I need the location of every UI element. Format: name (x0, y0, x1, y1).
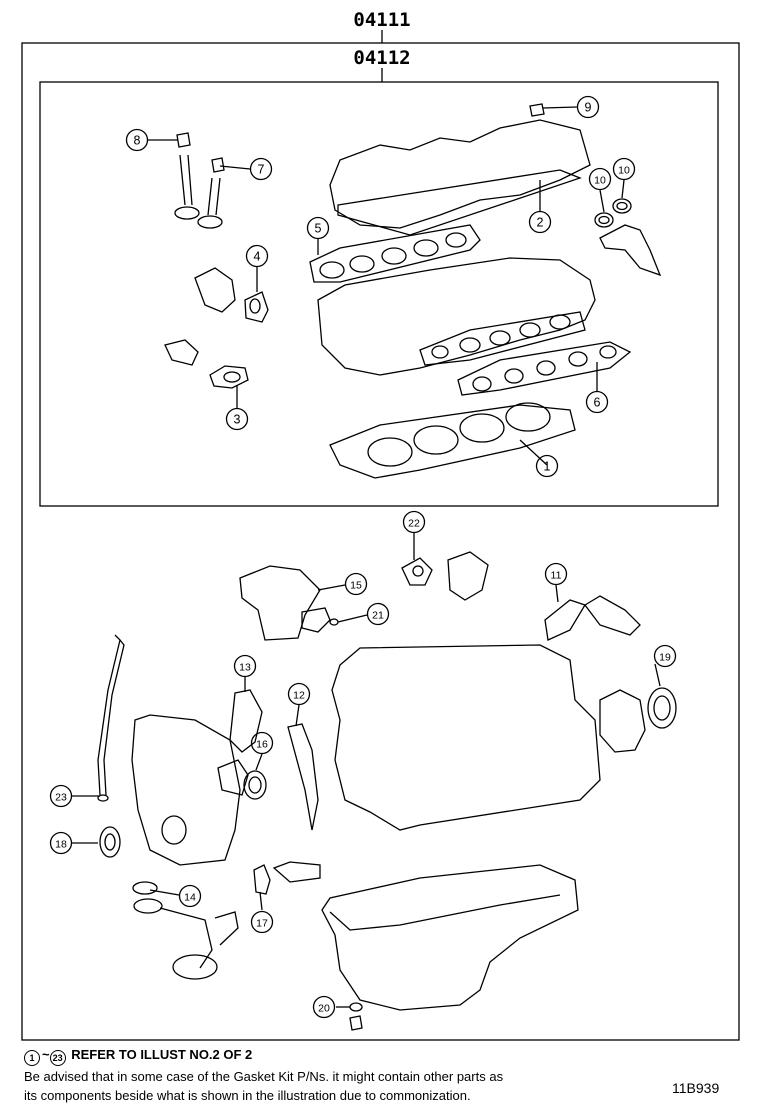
disclaimer-line-1: Be advised that in some case of the Gask… (24, 1069, 504, 1084)
water-bypass-gasket (544, 595, 641, 641)
callout-10-right: 10 (618, 165, 630, 177)
callout-15: 15 (350, 580, 362, 592)
callout-5: 5 (315, 222, 322, 236)
callout-10-left: 10 (594, 175, 606, 187)
kit-code-inner: 04112 (353, 47, 410, 69)
disclaimer-line-2: its components beside what is shown in t… (24, 1088, 471, 1103)
callout-22: 22 (408, 518, 420, 530)
crankshaft-front-oil-seal (99, 826, 121, 858)
water-outlet-gasket (194, 267, 269, 323)
callout-4: 4 (254, 250, 261, 264)
figure-code: 11B939 (672, 1080, 720, 1096)
callout-8: 8 (134, 134, 141, 148)
cylinder-head-outline (317, 257, 596, 376)
callout-18: 18 (55, 839, 67, 851)
callout-7: 7 (258, 163, 265, 177)
callout-21: 21 (372, 610, 384, 622)
crankshaft-rear-oil-seal (599, 687, 677, 753)
drain-plug-gasket (349, 1002, 363, 1031)
callout-1: 1 (544, 460, 551, 474)
callout-23: 23 (55, 792, 67, 804)
leader-lines-upper (148, 106, 625, 466)
water-pump-gasket (217, 759, 267, 800)
water-inlet-gasket (253, 861, 321, 895)
callout-16: 16 (256, 739, 268, 751)
exhaust-manifold-gasket (419, 311, 632, 396)
callout-17: 17 (256, 918, 268, 930)
thermostat-gasket (164, 339, 249, 389)
valve-cover-gasket (329, 119, 591, 236)
callout-13: 13 (239, 662, 251, 674)
inner-kit-frame (39, 81, 719, 507)
valve-stem-oil-seals (174, 132, 225, 229)
leader-lines-lower (72, 532, 661, 1008)
callout-9: 9 (585, 101, 592, 115)
timing-cover-gaskets (229, 689, 319, 831)
callout-2: 2 (537, 216, 544, 230)
reference-text: REFER TO ILLUST NO.2 OF 2 (71, 1047, 253, 1062)
oil-pan-outline (321, 864, 579, 1011)
fuel-pump-gasket (401, 551, 489, 601)
oil-filler-cap-gasket (529, 103, 545, 117)
callout-12: 12 (293, 690, 305, 702)
cylinder-block-outline (331, 644, 601, 831)
callout-11: 11 (551, 570, 562, 582)
oil-strainer-gasket (132, 881, 239, 980)
intake-manifold-gasket (309, 224, 481, 283)
kit-code-outer: 04111 (353, 9, 410, 31)
callout-19: 19 (659, 652, 671, 664)
cylinder-head-gasket (329, 402, 576, 479)
callout-6: 6 (594, 396, 601, 410)
range-end-callout: 23 (49, 1050, 66, 1066)
spark-plug-tube-gaskets (594, 198, 662, 277)
footer-reference-note: 1~23 REFER TO ILLUST NO.2 OF 2 (24, 1046, 252, 1066)
callout-20: 20 (318, 1003, 330, 1015)
outer-kit-frame (21, 42, 740, 1041)
callout-14: 14 (184, 892, 196, 904)
callout-circles: 1 2 3 4 5 6 7 8 9 10 10 11 12 13 14 15 1 (49, 95, 677, 1019)
oil-level-gauge-guide (97, 634, 125, 802)
timing-chain-cover-outline (131, 714, 241, 866)
oil-filter-bracket-gaskets (239, 565, 339, 641)
callout-3: 3 (234, 413, 241, 427)
range-start-callout: 1 (24, 1050, 40, 1066)
